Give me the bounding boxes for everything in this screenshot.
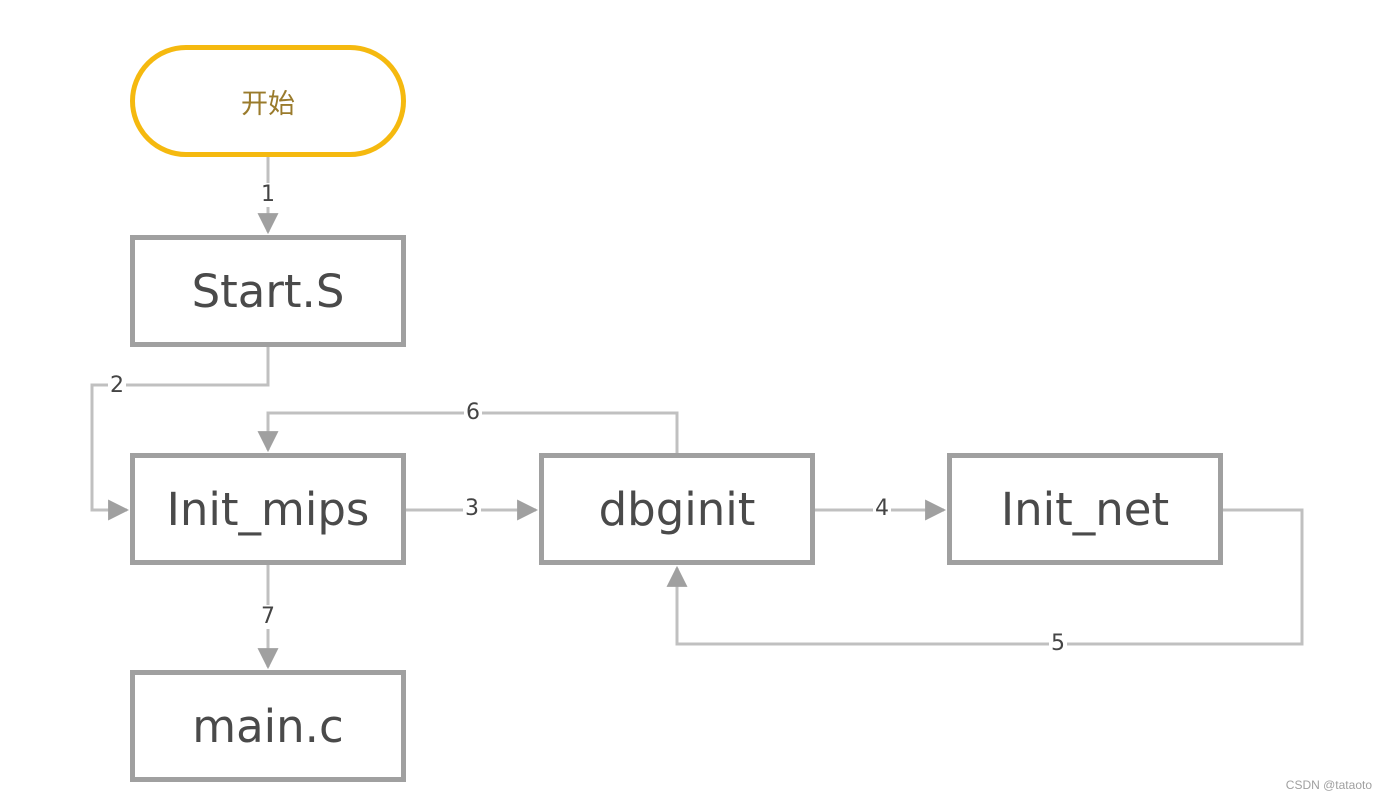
- start-terminal-label: 开始: [241, 88, 295, 120]
- edge-label-6: 6: [464, 400, 482, 425]
- process-node-dbginit: dbginit: [539, 453, 815, 565]
- edge-label-1: 1: [259, 182, 277, 207]
- edge-2-connector: [90, 347, 270, 521]
- process-node-start-s: Start.S: [130, 235, 406, 347]
- edge-label-4: 4: [873, 496, 891, 521]
- edge-label-7: 7: [259, 604, 277, 629]
- process-node-main-c: main.c: [130, 670, 406, 782]
- edge-5-connector: [666, 508, 1304, 646]
- process-node-start-s-label: Start.S: [191, 264, 345, 318]
- process-node-init-mips: Init_mips: [130, 453, 406, 565]
- watermark-text: CSDN @tataoto: [1285, 778, 1372, 792]
- edge-label-2: 2: [108, 373, 126, 398]
- process-node-init-net: Init_net: [947, 453, 1223, 565]
- process-node-init-net-label: Init_net: [1000, 482, 1170, 536]
- process-node-dbginit-label: dbginit: [598, 482, 756, 536]
- edge-label-3: 3: [463, 496, 481, 521]
- edge-label-5: 5: [1049, 631, 1067, 656]
- start-terminal-node: 开始: [130, 45, 406, 157]
- process-node-init-mips-label: Init_mips: [166, 482, 370, 536]
- process-node-main-c-label: main.c: [192, 699, 344, 753]
